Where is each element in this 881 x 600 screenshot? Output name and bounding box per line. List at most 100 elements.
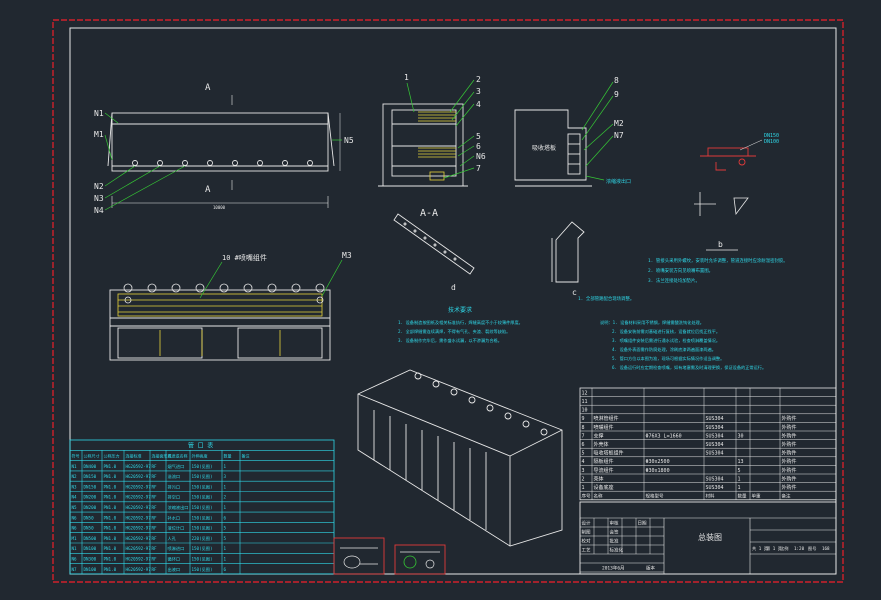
bottom-detail-1 xyxy=(333,537,385,575)
tech-right-1: 说明：1. 设备材料采用不锈钢，焊缝需酸洗钝化处理。 xyxy=(600,319,704,326)
callout-n1: N1 xyxy=(94,109,104,118)
nozzle-table-cell: HG20592-97 xyxy=(126,567,152,572)
title-block-cell: 设计 xyxy=(582,520,591,527)
nozzle-table-cell: N4 xyxy=(72,495,78,500)
nozzle-table-cell: 150(见图) xyxy=(192,495,213,501)
nozzle-table-cell: 6 xyxy=(224,515,227,520)
parts-list-cell: SUS304 xyxy=(706,476,724,482)
parts-list-cell: 外购件 xyxy=(782,450,797,457)
nozzle-table-cell: N1 xyxy=(72,464,78,469)
nozzle-table-cell: PN1.0 xyxy=(104,484,117,489)
callout-4: 4 xyxy=(476,100,481,109)
nozzle-table-cell: DN200 xyxy=(84,495,97,500)
front-view-leaders xyxy=(104,112,342,211)
bottom-detail-2 xyxy=(394,544,446,575)
nozzle-table-cell: HG20592-97 xyxy=(126,557,152,562)
title-block-cell: 校对 xyxy=(582,538,591,545)
title-block-meta: 168 xyxy=(822,546,830,551)
plan-leaders xyxy=(199,259,343,299)
nozzle-table-cell: N3 xyxy=(72,484,78,489)
nozzle-table-cell: PN1.0 xyxy=(104,546,117,551)
nozzle-table-cell: RF xyxy=(152,515,158,520)
section-marker-bottom: A xyxy=(205,185,211,195)
nozzle-table-cell: 2 xyxy=(224,495,227,500)
parts-list-cell: 隔板组件 xyxy=(594,458,614,465)
nozzle-table-cell: 出液口 xyxy=(168,566,181,573)
parts-list-cell: SUS304 xyxy=(706,416,724,422)
title-block-meta: 第 1 页 xyxy=(766,545,782,552)
title-block-cell: 审核 xyxy=(610,520,619,527)
callout-9: 9 xyxy=(614,90,619,99)
nozzle-table-header: 符号 xyxy=(72,452,80,458)
tech-right-3: 3. 喷嘴组件安装后需进行通水试验，检查喷淋覆盖情况。 xyxy=(612,337,720,344)
nozzle-table-header: 外伸高度 xyxy=(192,452,208,458)
parts-list-header: 序号 xyxy=(582,493,591,500)
tech-right-2: 2. 设备安装前需对基础进行复核，设备就位后找正找平。 xyxy=(612,328,720,335)
nozzle-table-cell: PN1.0 xyxy=(104,495,117,500)
parts-list-cell: SUS304 xyxy=(706,485,724,491)
parts-list-cell: 5 xyxy=(582,451,585,457)
nozzle-table-cell: 1 xyxy=(224,484,227,489)
parts-list-cell: Φ30x1800 xyxy=(646,468,670,474)
callout-n3: N3 xyxy=(94,194,104,203)
parts-list-cell: 4 xyxy=(582,459,585,465)
tech-right-6: 6. 设备运行时应定期检查喷嘴，如有堵塞需及时清理更换，保证设备的正常运行。 xyxy=(612,364,766,371)
section-marker-top: A xyxy=(205,83,211,93)
nozzle-table-cell: N6 xyxy=(72,515,78,520)
parts-list-header: 单重 xyxy=(752,493,761,500)
pipe-leader xyxy=(739,139,763,151)
nozzle-table-header: 数量 xyxy=(224,452,232,458)
tech-right-5: 5. 管口方位以本图为准，现场可根据实际情况作适当调整。 xyxy=(612,355,724,362)
nozzle-table-cell: 1 xyxy=(224,546,227,551)
parts-list-cell: 1 xyxy=(582,485,585,491)
title-block-meta: 共 1 页 xyxy=(752,545,768,552)
title-block-cell: 制图 xyxy=(582,529,591,536)
nozzle-table-cell: N1 xyxy=(72,546,78,551)
nozzle-table-cell: DN150 xyxy=(84,474,97,479)
nozzle-table-cell: HG20592-97 xyxy=(126,515,152,520)
title-block-date: 2013年6月 xyxy=(602,565,625,572)
nozzle-row-label: 10 #喷嘴组件 xyxy=(222,253,267,262)
nozzle-table-cell: PN1.0 xyxy=(104,557,117,562)
nozzle-table-cell: M1 xyxy=(72,536,78,541)
parts-list-cell: Φ76X3 L=1660 xyxy=(646,433,682,439)
nozzle-table-cell: N5 xyxy=(72,505,78,510)
tech-left-group: 1. 设备制造按图纸及相关标准执行，焊缝高度不小于较薄件厚度。 2. 全部焊缝需… xyxy=(398,319,523,344)
section-hatch xyxy=(418,111,456,181)
parts-list-cell: 外购件 xyxy=(782,484,797,491)
nozzle-table-cell: 人孔 xyxy=(168,535,177,542)
nozzle-table-cell: RF xyxy=(152,567,158,572)
nozzle-table-cell: DN400 xyxy=(84,464,97,469)
nozzle-table-cell: DN500 xyxy=(84,536,97,541)
parts-list-cell: 10 xyxy=(582,408,588,414)
title-block-cell: 标准化 xyxy=(610,547,624,554)
nozzle-table-cell: 150(见图) xyxy=(192,526,213,532)
drawing-title: 总装图 xyxy=(698,532,722,542)
plan-nozzles xyxy=(123,283,325,304)
tech-left-2: 2. 全部焊缝需连续满焊，不得有气孔、夹渣、裂纹等缺陷。 xyxy=(398,328,510,335)
nozzle-table-header: 用途或名称 xyxy=(168,452,188,458)
nozzle-table-cell: PN1.0 xyxy=(104,536,117,541)
title-block-cell: 工艺 xyxy=(582,548,591,554)
parts-list-cell: 喷嘴组件 xyxy=(594,424,614,431)
nozzle-table-cell: 150(见图) xyxy=(192,464,213,470)
callout-7: 7 xyxy=(476,164,481,173)
nozzle-table-cell: N6 xyxy=(72,526,78,531)
detail-note-3: 3. 法兰连接处均加垫片。 xyxy=(648,277,700,284)
nozzle-table-cell: 5 xyxy=(224,526,227,531)
nozzle-table-cell: DN150 xyxy=(84,484,97,489)
callout-3: 3 xyxy=(476,87,481,96)
nozzle-table-cell: 1 xyxy=(224,464,227,469)
parts-list-cell: 12 xyxy=(582,390,588,396)
inner-border xyxy=(69,27,837,575)
callout-m3: M3 xyxy=(342,251,352,260)
callout-1: 1 xyxy=(404,73,409,82)
nozzle-table-header: 连接面形式 xyxy=(152,452,172,458)
nozzle-table-title: 管 口 表 xyxy=(188,442,213,450)
parts-list-cell: 设备底座 xyxy=(594,484,614,491)
nozzle-table-cell: 3 xyxy=(224,474,227,479)
title-block-meta: 图号 xyxy=(808,546,816,552)
detail-c xyxy=(551,221,585,283)
